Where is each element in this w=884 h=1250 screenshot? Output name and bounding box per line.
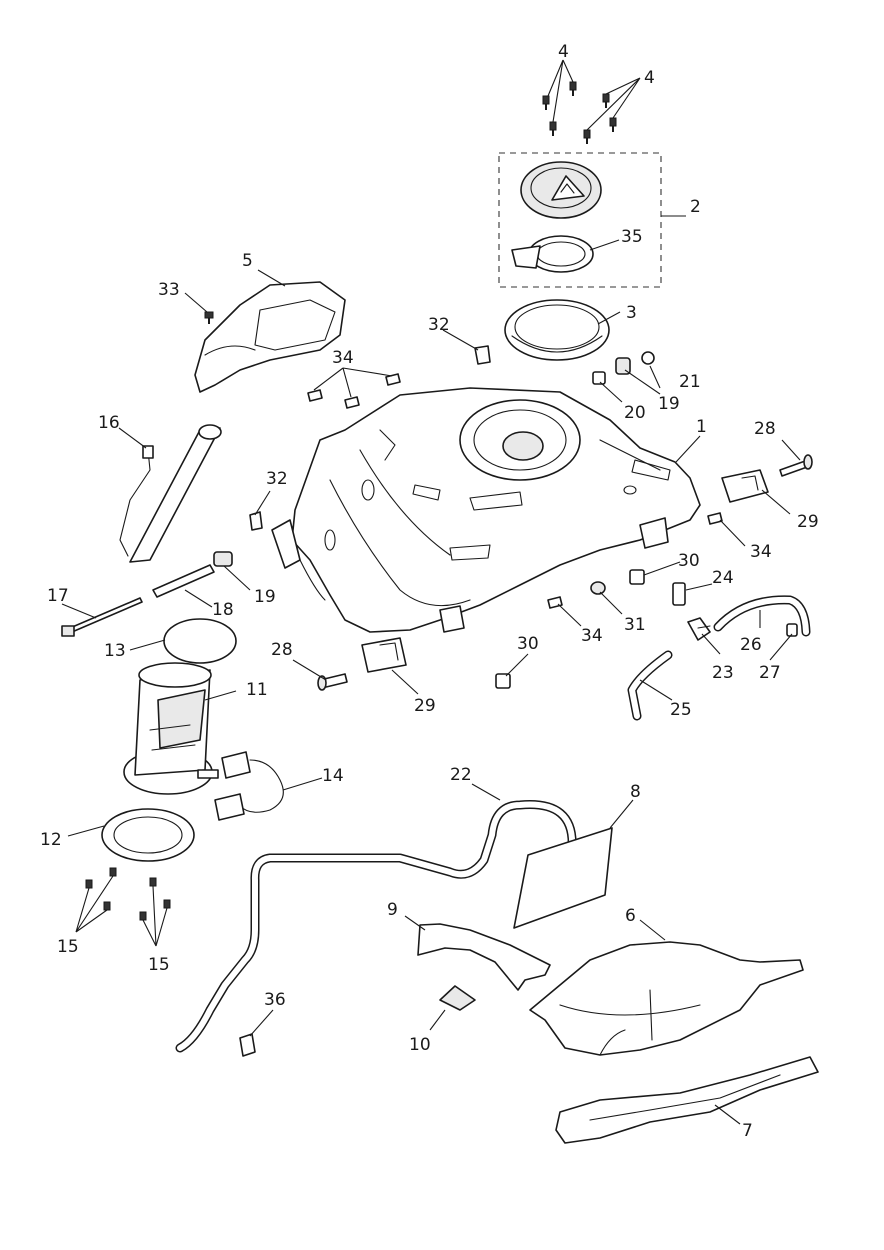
callout-19a: 19 [254,587,276,607]
callout-35: 35 [621,227,643,247]
part-28-bolt-left [317,673,348,691]
part-17-bolt [61,597,143,637]
part-18-rod [152,564,215,598]
part-13-o-ring [163,618,237,664]
part-10-pad [439,985,476,1011]
callout-22: 22 [450,765,472,785]
callout-4a: 4 [558,42,569,62]
callout-20: 20 [624,403,646,423]
part-19-spacer [213,551,233,567]
callout-33: 33 [158,280,180,300]
part-36-clip [239,1033,256,1057]
callout-9: 9 [387,900,398,920]
part-29-mount-left [361,637,407,673]
callout-6: 6 [625,906,636,926]
part-31-grommet [590,581,606,595]
callout-1: 1 [696,417,707,437]
part-7-strap [555,1056,819,1144]
part-26-hose [713,595,811,637]
callout-24: 24 [712,568,734,588]
callout-7: 7 [742,1121,753,1141]
callout-4b: 4 [644,68,655,88]
callout-28b: 28 [271,640,293,660]
callout-32a: 32 [428,315,450,335]
callout-32b: 32 [266,469,288,489]
callout-8: 8 [630,782,641,802]
part-34-clips [307,367,723,609]
part-30-nut-upper [629,569,645,585]
part-28-bolt-right [779,454,813,477]
part-4-screws [542,59,641,144]
callout-34c: 34 [581,626,603,646]
part-5-side-cover [194,281,346,393]
callout-12: 12 [40,830,62,850]
part-27-clip [786,623,798,637]
parts-19-20-21-grommets [592,351,655,385]
part-3-filler-ring [504,299,610,361]
callout-2: 2 [690,197,701,217]
part-33-screw [204,311,214,324]
part-29-mount-right [721,469,769,503]
callout-29b: 29 [414,696,436,716]
callout-29a: 29 [797,512,819,532]
callout-16: 16 [98,413,120,433]
callout-21: 21 [679,372,701,392]
part-9-heat-shield [417,923,551,991]
callout-25: 25 [670,700,692,720]
callout-34b: 34 [750,542,772,562]
callout-15b: 15 [148,955,170,975]
part-24-connector [672,582,686,606]
callout-19b: 19 [658,394,680,414]
callout-26: 26 [740,635,762,655]
part-11-fuel-pump [123,662,219,795]
part-6-under-tray [529,941,804,1056]
part-30-nut-lower [495,673,511,689]
callout-28a: 28 [754,419,776,439]
part-23-t-piece [687,617,711,641]
callout-15a: 15 [57,937,79,957]
callout-13: 13 [104,641,126,661]
callout-23: 23 [712,663,734,683]
callout-34a: 34 [332,348,354,368]
part-12-mounting-ring [101,808,195,862]
part-2-fuel-cap-assembly [498,152,686,288]
part-1-fuel-tank [271,387,701,633]
callout-31: 31 [624,615,646,635]
callout-3: 3 [626,303,637,323]
part-15-screws [75,867,171,947]
callout-5: 5 [242,251,253,271]
callout-11: 11 [246,680,268,700]
callout-17: 17 [47,586,69,606]
part-16-tube [119,424,222,563]
callout-14: 14 [322,766,344,786]
callout-30a: 30 [678,551,700,571]
callout-labels: 1 2 3 4 4 5 6 7 8 9 10 11 12 13 14 15 15… [40,42,819,1141]
leader-lines [61,239,801,1125]
part-25-hose [627,650,673,721]
part-14-wiring-harness [214,751,284,821]
part-22-hose [175,800,577,1053]
callout-18: 18 [212,600,234,620]
callout-36: 36 [264,990,286,1010]
part-8-pad [513,827,613,929]
callout-10: 10 [409,1035,431,1055]
callout-27: 27 [759,663,781,683]
callout-30b: 30 [517,634,539,654]
